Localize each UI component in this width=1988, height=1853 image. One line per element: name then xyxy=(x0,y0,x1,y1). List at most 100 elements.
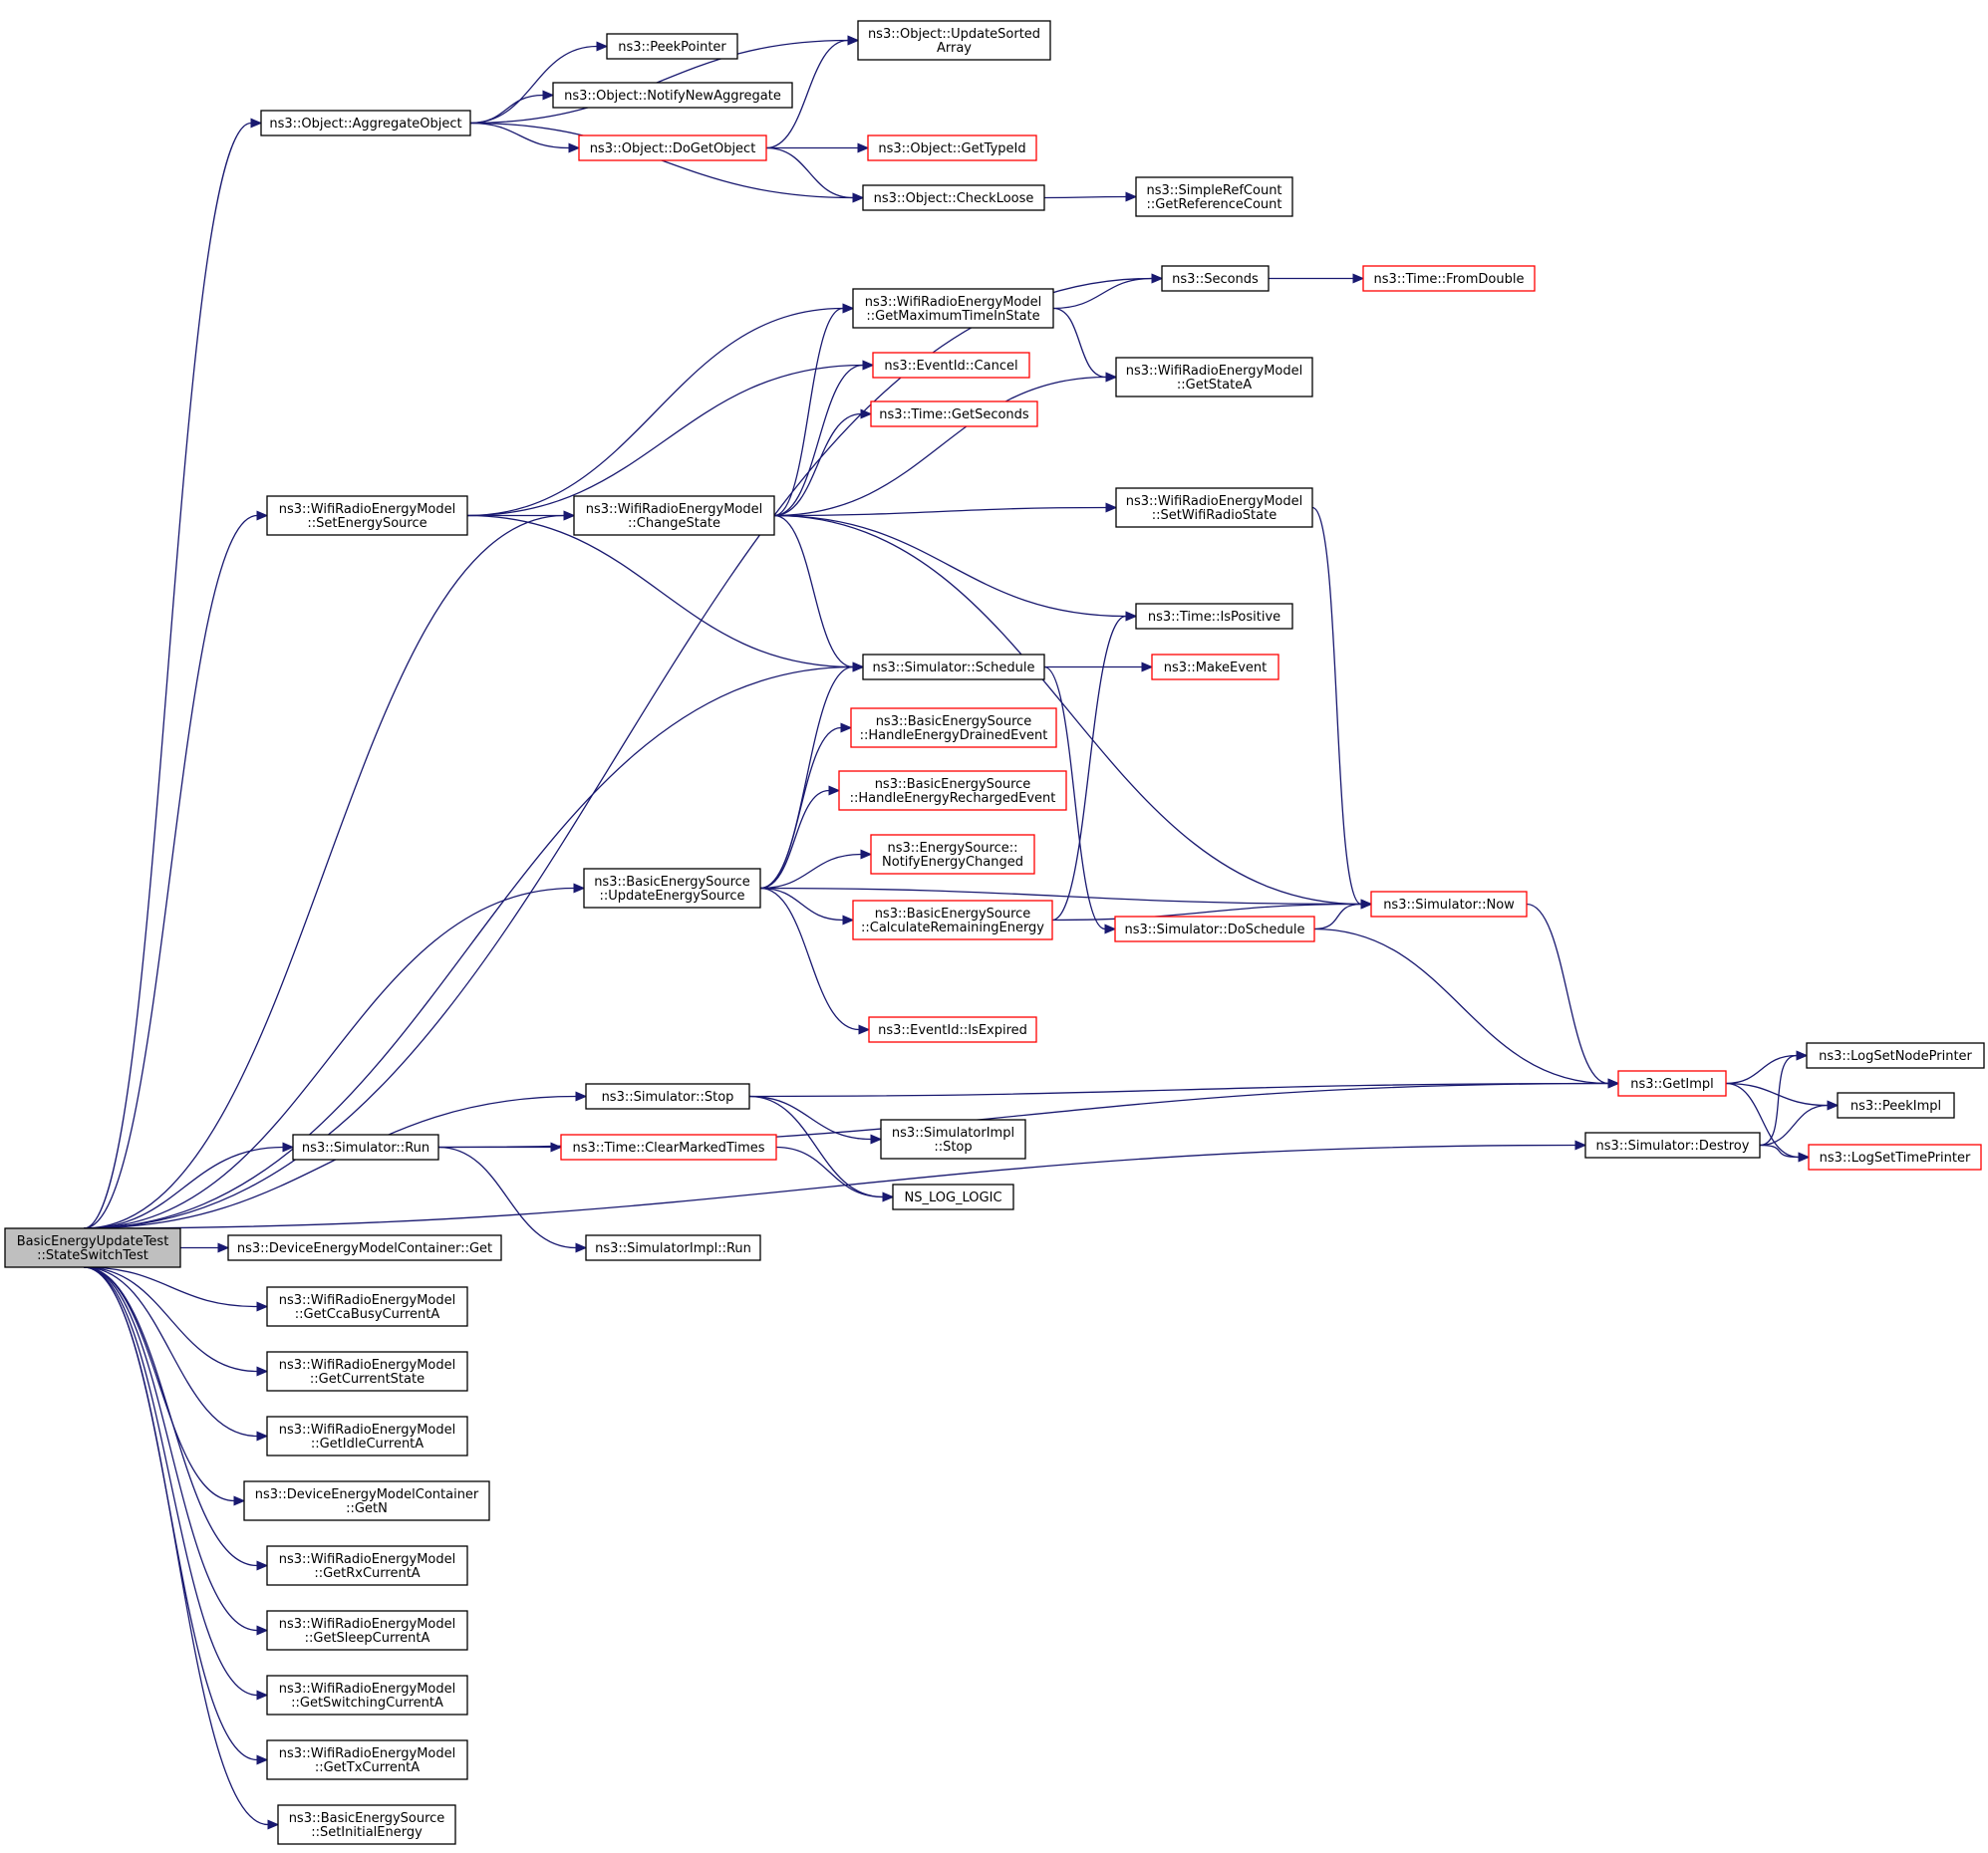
node-box xyxy=(277,1804,456,1845)
node-label: ns3::BasicEnergySource xyxy=(875,777,1031,792)
graph-node-getrx[interactable]: ns3::WifiRadioEnergyModel::GetRxCurrentA xyxy=(266,1545,468,1586)
node-label: ::GetIdleCurrentA xyxy=(311,1437,424,1452)
graph-node-run[interactable]: ns3::Simulator::Run xyxy=(292,1134,439,1161)
node-box xyxy=(606,33,738,60)
graph-node-schedule[interactable]: ns3::Simulator::Schedule xyxy=(862,654,1045,680)
graph-node-fromdouble[interactable]: ns3::Time::FromDouble xyxy=(1362,265,1536,292)
graph-node-getseconds[interactable]: ns3::Time::GetSeconds xyxy=(870,400,1038,427)
graph-node-doschedule[interactable]: ns3::Simulator::DoSchedule xyxy=(1114,916,1315,942)
node-box xyxy=(266,1416,468,1456)
node-label: ::SetEnergySource xyxy=(307,516,426,531)
graph-node-checkloose[interactable]: ns3::Object::CheckLoose xyxy=(862,184,1045,211)
edge-changestate-to-schedule xyxy=(773,514,865,672)
edge-line xyxy=(773,412,862,517)
graph-node-clearmarked[interactable]: ns3::Time::ClearMarkedTimes xyxy=(560,1134,777,1161)
graph-node-destroy[interactable]: ns3::Simulator::Destroy xyxy=(1584,1132,1761,1159)
edge-arrowhead xyxy=(256,1754,269,1765)
graph-node-makeevent[interactable]: ns3::MakeEvent xyxy=(1151,654,1279,680)
edge-arrowhead xyxy=(842,915,855,926)
graph-node-cancel[interactable]: ns3::EventId::Cancel xyxy=(872,352,1030,379)
edge-line xyxy=(1725,1054,1798,1085)
graph-node-ispositive[interactable]: ns3::Time::IsPositive xyxy=(1135,603,1293,630)
node-box xyxy=(585,1083,750,1110)
graph-node-nslog[interactable]: NS_LOG_LOGIC xyxy=(892,1184,1014,1210)
graph-node-getimpl[interactable]: ns3::GetImpl xyxy=(1617,1070,1727,1097)
edge-doschedule-to-now xyxy=(1313,899,1373,930)
node-label: ns3::MakeEvent xyxy=(1164,661,1268,675)
edge-changestate-to-getmaxtime xyxy=(773,303,855,517)
graph-node-setinit[interactable]: ns3::BasicEnergySource::SetInitialEnergy xyxy=(277,1804,456,1845)
edge-line xyxy=(759,726,842,890)
graph-node-notifychanged[interactable]: ns3::EnergySource::NotifyEnergyChanged xyxy=(870,834,1035,875)
edge-arrowhead xyxy=(1125,191,1138,202)
graph-node-isexpired[interactable]: ns3::EventId::IsExpired xyxy=(868,1016,1037,1043)
node-box xyxy=(1370,891,1528,918)
node-label: ::SetWifiRadioState xyxy=(1152,508,1277,523)
graph-node-getcurstate[interactable]: ns3::WifiRadioEnergyModel::GetCurrentSta… xyxy=(266,1351,468,1392)
node-box xyxy=(862,654,1045,680)
graph-node-peekimpl[interactable]: ns3::PeekImpl xyxy=(1837,1092,1955,1119)
graph-node-recharged[interactable]: ns3::BasicEnergySource::HandleEnergyRech… xyxy=(838,770,1067,811)
graph-node-stop[interactable]: ns3::Simulator::Stop xyxy=(585,1083,750,1110)
graph-node-logtime[interactable]: ns3::LogSetTimePrinter xyxy=(1808,1144,1982,1171)
node-box xyxy=(1161,265,1270,292)
graph-node-gettx[interactable]: ns3::WifiRadioEnergyModel::GetTxCurrentA xyxy=(266,1739,468,1780)
edge-line xyxy=(759,887,844,922)
graph-node-implrun[interactable]: ns3::SimulatorImpl::Run xyxy=(585,1234,761,1261)
graph-node-implstop[interactable]: ns3::SimulatorImpl::Stop xyxy=(880,1119,1026,1160)
edge-arrowhead xyxy=(550,1142,563,1153)
edge-arrowhead xyxy=(1827,1100,1840,1111)
graph-node-notifyagg[interactable]: ns3::Object::NotifyNewAggregate xyxy=(552,82,793,109)
node-label: ::GetSleepCurrentA xyxy=(305,1631,430,1646)
graph-node-getsleep[interactable]: ns3::WifiRadioEnergyModel::GetSleepCurre… xyxy=(266,1610,468,1651)
graph-node-getmaxtime[interactable]: ns3::WifiRadioEnergyModel::GetMaximumTim… xyxy=(852,288,1054,329)
node-box xyxy=(1806,1042,1985,1069)
edge-setenergysrc-to-schedule xyxy=(466,514,865,672)
graph-node-aggregate[interactable]: ns3::Object::AggregateObject xyxy=(260,110,471,136)
graph-node-getswitch[interactable]: ns3::WifiRadioEnergyModel::GetSwitchingC… xyxy=(266,1675,468,1716)
graph-node-updatesrc[interactable]: ns3::BasicEnergySource::UpdateEnergySour… xyxy=(583,868,761,909)
node-box xyxy=(857,20,1051,61)
edge-setwifistate-to-now xyxy=(1311,506,1373,910)
edge-root-to-stop xyxy=(84,1091,588,1229)
node-box xyxy=(1584,1132,1761,1159)
graph-node-lognode[interactable]: ns3::LogSetNodePrinter xyxy=(1806,1042,1985,1069)
graph-node-now[interactable]: ns3::Simulator::Now xyxy=(1370,891,1528,918)
graph-node-setenergysrc[interactable]: ns3::WifiRadioEnergyModel::SetEnergySour… xyxy=(266,495,468,536)
edge-seconds-to-fromdouble xyxy=(1268,273,1365,284)
edge-arrowhead xyxy=(563,510,576,521)
graph-node-getidle[interactable]: ns3::WifiRadioEnergyModel::GetIdleCurren… xyxy=(266,1416,468,1456)
edge-line xyxy=(1051,903,1362,922)
node-box xyxy=(1135,176,1293,217)
node-label: ns3::Object::DoGetObject xyxy=(590,141,756,156)
edge-arrowhead xyxy=(256,1366,269,1377)
edge-arrowhead xyxy=(1151,273,1164,284)
graph-node-getcca[interactable]: ns3::WifiRadioEnergyModel::GetCcaBusyCur… xyxy=(266,1286,468,1327)
node-box xyxy=(892,1184,1014,1210)
edge-line xyxy=(1311,506,1362,906)
edge-run-to-implrun xyxy=(437,1146,588,1253)
node-box xyxy=(870,400,1038,427)
edge-line xyxy=(84,1266,258,1697)
node-label: ns3::WifiRadioEnergyModel xyxy=(279,1423,456,1438)
node-box xyxy=(292,1134,439,1161)
graph-node-drained[interactable]: ns3::BasicEnergySource::HandleEnergyDrai… xyxy=(850,707,1057,748)
graph-node-devget[interactable]: ns3::DeviceEnergyModelContainer::Get xyxy=(227,1234,502,1261)
node-label: ns3::BasicEnergySource xyxy=(289,1811,445,1826)
graph-node-devgetn[interactable]: ns3::DeviceEnergyModelContainer::GetN xyxy=(243,1480,490,1521)
node-label: ::GetN xyxy=(346,1501,388,1516)
edge-arrowhead xyxy=(1125,611,1138,622)
graph-node-getrefcount[interactable]: ns3::SimpleRefCount::GetReferenceCount xyxy=(1135,176,1293,217)
graph-node-dogetobj[interactable]: ns3::Object::DoGetObject xyxy=(578,134,767,161)
graph-node-gettypeid[interactable]: ns3::Object::GetTypeId xyxy=(867,134,1037,161)
graph-node-changestate[interactable]: ns3::WifiRadioEnergyModel::ChangeState xyxy=(573,495,775,536)
graph-node-getstatea[interactable]: ns3::WifiRadioEnergyModel::GetStateA xyxy=(1115,357,1313,397)
node-label: ns3::EventId::Cancel xyxy=(884,359,1017,374)
node-box xyxy=(868,1016,1037,1043)
graph-node-seconds[interactable]: ns3::Seconds xyxy=(1161,265,1270,292)
graph-node-setwifistate[interactable]: ns3::WifiRadioEnergyModel::SetWifiRadioS… xyxy=(1115,487,1313,528)
graph-node-calcremain[interactable]: ns3::BasicEnergySource::CalculateRemaini… xyxy=(852,900,1053,940)
edge-root-to-getcurstate xyxy=(84,1266,269,1377)
graph-node-peekptr[interactable]: ns3::PeekPointer xyxy=(606,33,738,60)
